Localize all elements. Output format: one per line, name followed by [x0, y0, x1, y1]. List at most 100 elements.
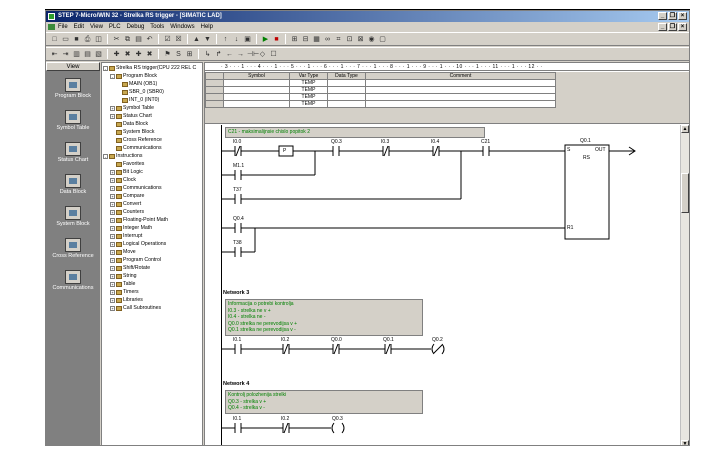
tree-instruction-item[interactable]: +Move [110, 249, 136, 255]
symbol-icon[interactable]: Ѕ [176, 50, 181, 58]
stl-icon[interactable]: ▤ [84, 50, 91, 58]
vt-vartype-cell[interactable]: TEMP [289, 100, 328, 108]
nav-status-chart[interactable]: Status Chart [46, 142, 100, 163]
line-right-icon[interactable]: → [237, 50, 244, 58]
read-icon[interactable]: ◉ [368, 35, 375, 43]
menu-file[interactable]: File [58, 24, 68, 30]
trend-icon[interactable]: ⊟ [302, 35, 309, 43]
preview-icon[interactable]: ◫ [95, 35, 102, 43]
tree-instruction-item[interactable]: +Clock [110, 177, 136, 183]
scroll-thumb[interactable] [681, 173, 689, 213]
sort-desc-icon[interactable]: ↓ [234, 35, 239, 43]
ladder-diagram[interactable]: C21 - maksimalijnsie chislo popitok 2 [205, 125, 681, 445]
scroll-down-icon[interactable]: ▼ [681, 440, 689, 446]
tree-system-block[interactable]: System Block [116, 129, 154, 136]
network2-comment[interactable]: C21 - maksimalijnsie chislo popitok 2 [225, 127, 485, 138]
copy-icon[interactable]: ⧉ [125, 35, 130, 43]
menu-windows[interactable]: Windows [170, 24, 195, 30]
compile-icon[interactable]: ☑ [164, 35, 171, 43]
line-up-icon[interactable]: ↱ [215, 50, 222, 58]
force-icon[interactable]: ⌗ [336, 35, 341, 43]
run-icon[interactable]: ▶ [262, 35, 269, 43]
delete-row-icon[interactable]: ✖ [124, 50, 131, 58]
vertical-scrollbar[interactable]: ▲ ▼ [680, 125, 689, 446]
tree-pou-int[interactable]: INT_0 (INT0) [122, 97, 159, 104]
tree-instruction-item[interactable]: +Favorites [110, 161, 144, 168]
tree-pou-main[interactable]: MAIN (OB1) [122, 81, 157, 88]
vt-vartype-cell[interactable]: TEMP [289, 79, 328, 87]
tree-instruction-item[interactable]: +Logical Operations [110, 241, 167, 247]
stop-icon[interactable]: ■ [274, 35, 279, 43]
network4-comment[interactable]: Kontrolj polozhenija strelki Q0.3 - stre… [225, 390, 423, 414]
nav-symbol-table[interactable]: Symbol Table [46, 110, 100, 131]
tree-instruction-item[interactable]: +Compare [110, 193, 145, 199]
box-icon[interactable]: ☐ [270, 50, 277, 58]
minimize-button[interactable]: _ [658, 12, 667, 20]
menu-plc[interactable]: PLC [108, 24, 121, 30]
tree-instruction-item[interactable]: +Floating-Point Math [110, 217, 168, 223]
save-icon[interactable]: ■ [74, 35, 79, 43]
insert-row-icon[interactable]: ✚ [113, 50, 120, 58]
tree-instruction-item[interactable]: +Libraries [110, 297, 143, 303]
menu-help[interactable]: Help [200, 24, 213, 30]
tree-symbol-table[interactable]: +Symbol Table [110, 105, 155, 111]
tree-instruction-item[interactable]: +Table [110, 281, 136, 287]
cut-icon[interactable]: ✂ [113, 35, 120, 43]
close-button[interactable]: × [678, 12, 687, 20]
tree-instruction-item[interactable]: +Shift/Rotate [110, 265, 151, 271]
nav-communications[interactable]: Communications [46, 270, 100, 291]
delete-net-icon[interactable]: ✖ [146, 50, 153, 58]
tree-pou-sbr[interactable]: SBR_0 (SBR0) [122, 89, 164, 96]
tree-data-block[interactable]: Data Block [116, 121, 148, 128]
unlock-icon[interactable]: ⊠ [357, 35, 364, 43]
toggle-view-icon[interactable]: ⇤ [51, 50, 58, 58]
new-icon[interactable]: □ [52, 35, 57, 43]
nav-cross-reference[interactable]: Cross Reference [46, 238, 100, 259]
tree-program-block[interactable]: -Program Block [110, 73, 158, 79]
tree-instruction-item[interactable]: +Integer Math [110, 225, 153, 231]
open-icon[interactable]: ▭ [62, 35, 69, 43]
upload-icon[interactable]: ▲ [193, 35, 200, 43]
coil-icon[interactable]: ◇ [259, 50, 266, 58]
tree-instruction-item[interactable]: +Interrupt [110, 233, 143, 239]
tree-instruction-item[interactable]: +Counters [110, 209, 145, 215]
tree-instruction-item[interactable]: +Bit Logic [110, 169, 143, 175]
tree-communications[interactable]: Communications [116, 145, 162, 152]
restore-button[interactable]: ❐ [668, 12, 677, 20]
nav-system-block[interactable]: System Block [46, 206, 100, 227]
tree-status-chart[interactable]: +Status Chart [110, 113, 152, 119]
fbd-icon[interactable]: ▧ [95, 50, 102, 58]
tree-cross-reference[interactable]: Cross Reference [116, 137, 162, 144]
menu-edit[interactable]: Edit [73, 24, 85, 30]
bookmark-icon[interactable]: ⚑ [164, 50, 171, 58]
status-icon[interactable]: ⊞ [291, 35, 298, 43]
poi-icon[interactable]: ⊞ [186, 50, 193, 58]
chart-icon[interactable]: ▦ [313, 35, 320, 43]
options-icon[interactable]: ▣ [244, 35, 251, 43]
tree-instruction-item[interactable]: +String [110, 273, 137, 279]
tree-instructions[interactable]: -Instructions [103, 153, 143, 159]
doc-close-button[interactable]: × [678, 23, 687, 31]
vt-vartype-cell[interactable]: TEMP [289, 93, 328, 101]
tree-instruction-item[interactable]: +Program Control [110, 257, 162, 263]
line-down-icon[interactable]: ↳ [204, 50, 211, 58]
nav-data-block[interactable]: Data Block [46, 174, 100, 195]
tree-root[interactable]: -Strelka RS trigger(CPU 222 REL C [103, 65, 197, 71]
tree-instruction-item[interactable]: +Call Subroutines [110, 305, 162, 311]
tree-instruction-item[interactable]: +Timers [110, 289, 139, 295]
scroll-up-icon[interactable]: ▲ [681, 125, 689, 133]
insert-net-icon[interactable]: ✚ [135, 50, 142, 58]
paste-icon[interactable]: ▤ [135, 35, 142, 43]
doc-restore-button[interactable]: ❐ [668, 23, 677, 31]
menu-debug[interactable]: Debug [126, 24, 145, 30]
line-left-icon[interactable]: ← [226, 50, 233, 58]
vt-vartype-cell[interactable]: TEMP [289, 86, 328, 94]
contact-icon[interactable]: ⊣⊢ [247, 50, 260, 58]
tree-instruction-item[interactable]: +Convert [110, 201, 142, 207]
compile-all-icon[interactable]: ☒ [175, 35, 182, 43]
print-icon[interactable]: ⎙ [84, 35, 91, 43]
network3-comment[interactable]: Informacija o potrebi kontrolja I0.3 - s… [225, 299, 423, 336]
nav-program-block[interactable]: Program Block [46, 78, 100, 99]
sort-asc-icon[interactable]: ↑ [223, 35, 228, 43]
glasses-icon[interactable]: ∞ [325, 35, 330, 43]
